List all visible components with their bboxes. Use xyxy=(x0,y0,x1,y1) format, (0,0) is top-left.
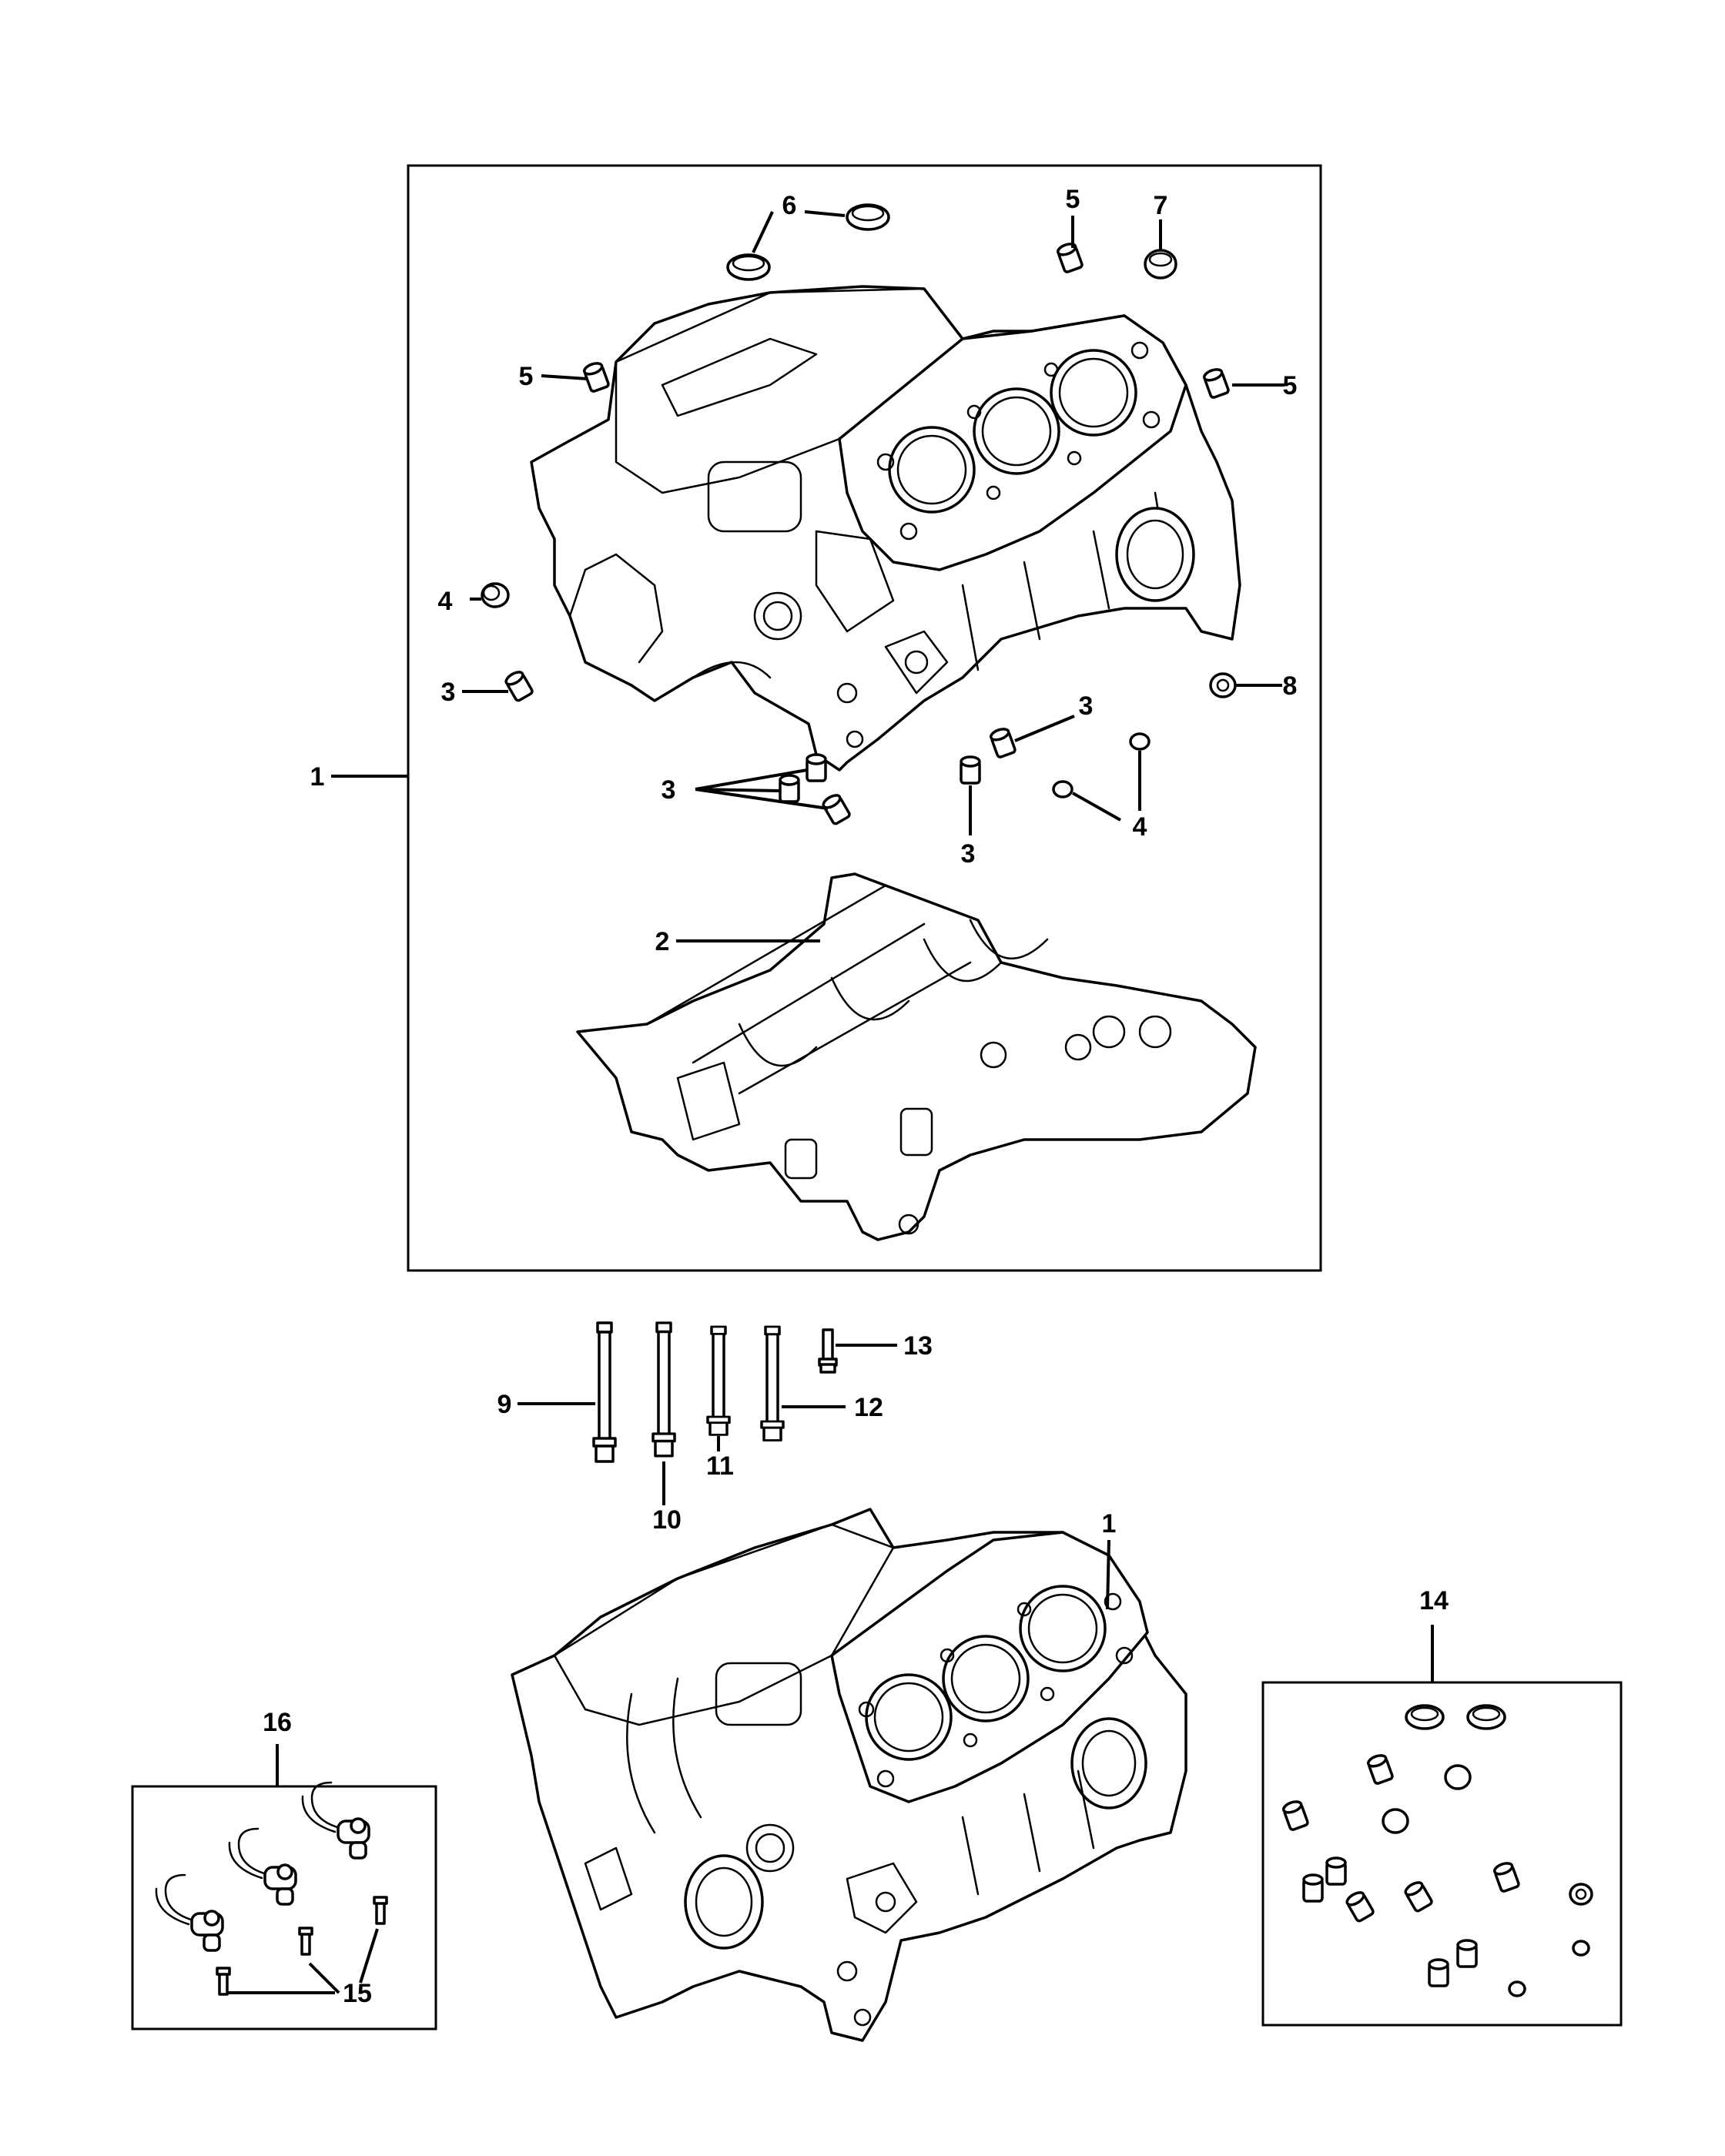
jet-bolt-b xyxy=(298,1927,313,1956)
plug-7 xyxy=(1144,249,1177,280)
leader-lines xyxy=(227,210,1434,1994)
kit14-plug-e xyxy=(1569,1883,1593,1906)
callout-3-cluster: 3 xyxy=(662,775,676,805)
dowel-3-right xyxy=(988,725,1017,760)
callout-3-left: 3 xyxy=(441,678,456,707)
expansion-plug-6a xyxy=(846,203,890,231)
callout-12: 12 xyxy=(854,1393,883,1422)
cylinder-block-upper xyxy=(530,285,1241,772)
kit14-dowel-c xyxy=(1492,1860,1521,1894)
oil-jet-b xyxy=(228,1827,297,1906)
kit14-plug-a xyxy=(1405,1704,1445,1730)
kit14-dowel-h xyxy=(1428,1958,1449,1987)
plug-4-right-top xyxy=(1129,732,1151,751)
bolt-13 xyxy=(818,1328,838,1374)
kit-box-14 xyxy=(1261,1681,1623,2027)
callout-5-top: 5 xyxy=(1066,185,1080,214)
kit14-dowel-e xyxy=(1325,1856,1347,1886)
dowel-3-mid-a xyxy=(806,753,827,782)
jet-bolt-c xyxy=(216,1967,231,1996)
callout-14: 14 xyxy=(1419,1586,1449,1615)
kit14-dowel-i xyxy=(1456,1939,1478,1968)
kit14-plug-c xyxy=(1444,1764,1472,1790)
callout-10: 10 xyxy=(652,1505,682,1535)
oil-jet-c xyxy=(155,1873,224,1952)
callout-16: 16 xyxy=(263,1708,292,1737)
callout-7: 7 xyxy=(1154,191,1168,220)
callout-9: 9 xyxy=(497,1390,512,1419)
dowel-5-right xyxy=(1201,366,1231,400)
callout-5-left: 5 xyxy=(519,362,534,391)
callout-1-bottom: 1 xyxy=(1102,1509,1117,1538)
kit14-plug-d xyxy=(1382,1808,1409,1834)
kit14-plug-f xyxy=(1572,1940,1590,1957)
cylinder-block-assembled xyxy=(511,1508,1187,2042)
bedplate xyxy=(576,872,1257,1241)
callout-4-left: 4 xyxy=(438,587,453,616)
kit14-plug-g xyxy=(1508,1980,1526,1997)
main-assembly-frame xyxy=(407,164,1322,1272)
dowel-3-mid-b xyxy=(779,774,800,803)
kit-box-16 xyxy=(131,1785,437,2030)
callout-5-right: 5 xyxy=(1283,371,1298,400)
callout-3-center: 3 xyxy=(961,839,976,869)
kit14-plug-b xyxy=(1466,1704,1506,1730)
bolt-10 xyxy=(651,1321,676,1458)
plug-4-left xyxy=(481,582,510,608)
callout-1-main: 1 xyxy=(310,762,325,792)
callout-15: 15 xyxy=(343,1979,372,2008)
callout-3-right: 3 xyxy=(1079,691,1094,721)
bolt-12 xyxy=(760,1325,785,1442)
dowel-3-center xyxy=(960,755,981,785)
dowel-5-left xyxy=(581,360,611,394)
oil-jet-a xyxy=(301,1781,370,1860)
bolt-11 xyxy=(706,1325,731,1437)
jet-bolt-a xyxy=(373,1896,388,1925)
kit14-dowel-b xyxy=(1281,1798,1310,1833)
expansion-plug-6b xyxy=(726,253,771,281)
callout-11: 11 xyxy=(706,1451,734,1481)
callout-2: 2 xyxy=(655,927,670,956)
callout-numbers: 1 1 2 3 3 3 3 4 4 5 5 5 6 7 8 9 10 11 12… xyxy=(263,185,1449,2008)
dowel-5-top xyxy=(1055,240,1084,275)
bolt-9 xyxy=(592,1321,617,1463)
kit14-dowel-g xyxy=(1402,1878,1435,1913)
plug-8 xyxy=(1209,672,1237,698)
callout-8: 8 xyxy=(1283,671,1298,701)
kit14-dowel-f xyxy=(1343,1888,1376,1923)
kit14-dowel-a xyxy=(1365,1752,1395,1786)
callout-4-right: 4 xyxy=(1133,812,1147,842)
callout-6: 6 xyxy=(782,191,797,220)
dowel-3-left xyxy=(502,668,535,703)
callout-13: 13 xyxy=(903,1331,933,1361)
plug-4-right-bottom xyxy=(1052,780,1074,798)
kit14-dowel-d xyxy=(1302,1873,1324,1903)
